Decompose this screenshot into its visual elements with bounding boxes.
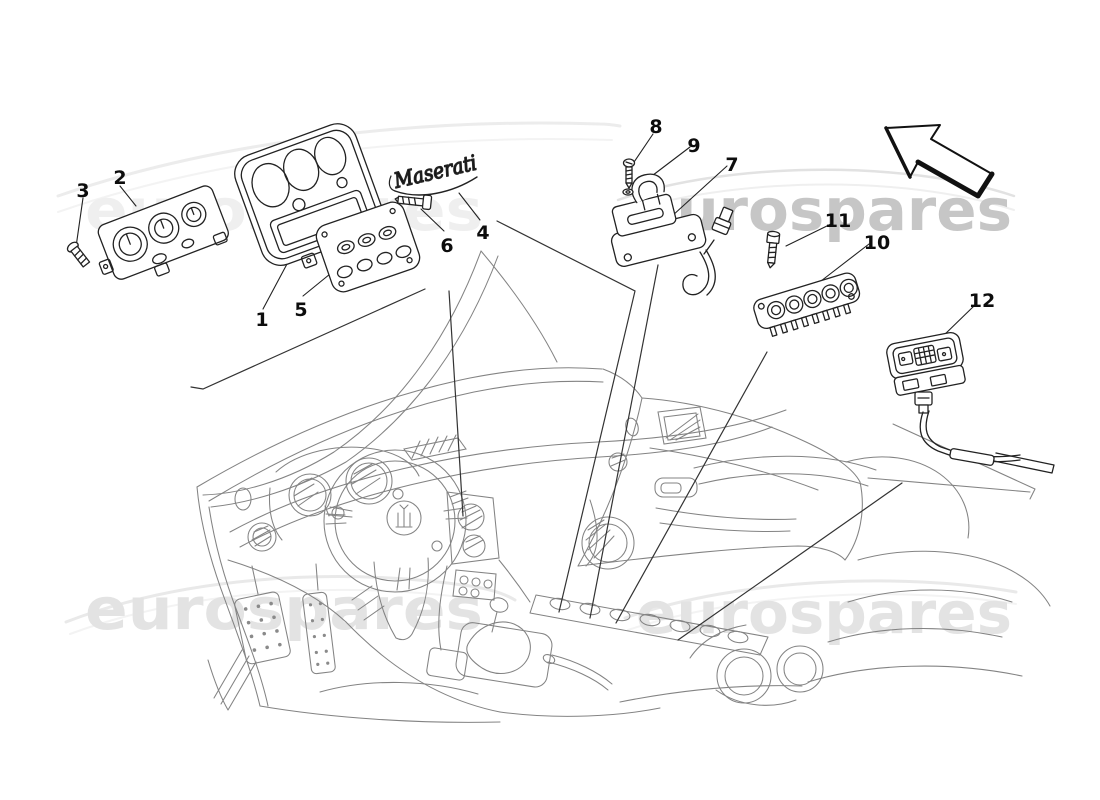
part-label-4: 4 [476,222,489,244]
leader-lines [190,220,903,641]
leader-line-part12-to-console [677,482,903,641]
part-label-2: 2 [113,167,126,189]
part-2-climate-control-unit [97,185,229,280]
part-label-7: 7 [725,154,738,176]
part-8-screw [622,158,636,189]
part-label-6: 6 [440,235,453,257]
part-label-10: 10 [864,232,890,254]
part-12-rocker-switch [886,331,1055,474]
leader-line-part10-to-console [615,351,768,624]
part-7-control-module [610,173,734,296]
part-label-5: 5 [294,299,307,321]
part-7-connector [711,206,734,236]
part-label-11: 11 [825,210,851,232]
part-11-screw [766,230,781,269]
part-10-switch-strip [753,272,861,337]
watermark-bottom-right: eurospares [636,579,1012,647]
leader-line-panel5-to-dash [448,290,464,517]
part-label-1: 1 [255,309,268,331]
part-label-3: 3 [76,180,89,202]
part-number-labels: 1 2 3 4 5 6 7 8 9 10 11 12 [76,116,995,331]
watermarks: eurospares eurospares eurospares eurospa… [85,176,1012,647]
leader-line-part7-to-console [589,264,659,619]
part-drawings: Maserati [66,123,1055,474]
part-9-washer [622,188,634,196]
part-7-cable [682,251,710,296]
part-label-8: 8 [649,116,662,138]
part-5-switch-panel [315,201,421,293]
part-3-screw [66,241,91,268]
car-interior-drawing [196,250,1051,723]
part-6-screw [394,194,433,211]
watermark-bottom-left: eurospares [85,575,483,643]
direction-arrow-icon [884,124,995,199]
part-label-9: 9 [687,135,700,157]
leader-line-script-to-console [496,220,636,613]
leader-line-left-hook [190,288,426,390]
part-label-12: 12 [969,290,995,312]
